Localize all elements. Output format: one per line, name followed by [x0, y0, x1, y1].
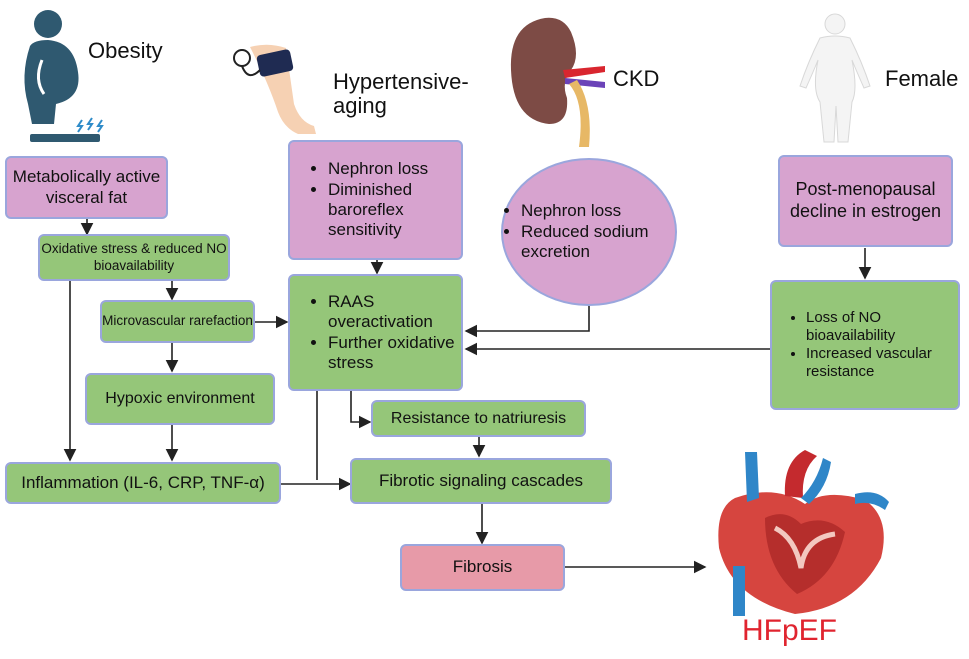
ckd-bullet-2: Reduced sodium excretion	[521, 222, 675, 263]
ckd-label: CKD	[613, 66, 660, 91]
kidney-icon	[510, 17, 605, 147]
natriuresis-box: Resistance to natriuresis	[371, 400, 586, 437]
blood-pressure-arm-icon	[233, 44, 316, 134]
fibrotic-text: Fibrotic signaling cascades	[378, 470, 584, 490]
estrogen-text: Post-menopausal decline in estrogen	[789, 179, 942, 221]
raas-box: RAAS overactivation Further oxidative st…	[288, 274, 463, 391]
female-figure-icon	[799, 13, 871, 143]
natriuresis-text: Resistance to natriuresis	[390, 409, 567, 427]
raas-bullet-2: Further oxidative stress	[328, 333, 461, 374]
raas-list: RAAS overactivation Further oxidative st…	[290, 292, 461, 374]
hypertensive-aging-label: Hypertensive- aging	[333, 69, 469, 119]
arrow-raas-to-natriuresis	[350, 391, 372, 429]
raas-bullet-1: RAAS overactivation	[328, 292, 461, 333]
aging-box: Nephron loss Diminished baroreflex sensi…	[288, 140, 463, 260]
heart-icon	[718, 450, 889, 616]
fibrotic-box: Fibrotic signaling cascades	[350, 458, 612, 504]
ckd-circle: Nephron loss Reduced sodium excretion	[501, 158, 677, 306]
hypoxic-text: Hypoxic environment	[105, 390, 255, 408]
aging-bullet-1: Nephron loss	[328, 159, 461, 179]
aging-bullet-2: Diminished baroreflex sensitivity	[328, 180, 461, 241]
arrow-ckd-to-raas	[464, 306, 590, 338]
ckd-list: Nephron loss Reduced sodium excretion	[503, 201, 675, 262]
fibrosis-box: Fibrosis	[400, 544, 565, 591]
female-bullet-1: Loss of NO bioavailability	[806, 309, 958, 345]
inflammation-box: Inflammation (IL-6, CRP, TNF-α)	[5, 462, 281, 504]
visceral-fat-box: Metabolically active visceral fat	[5, 156, 168, 219]
hfpef-label: HFpEF	[742, 614, 838, 647]
oxidative-stress-text: Oxidative stress & reduced NO bioavailab…	[41, 241, 227, 273]
aging-list: Nephron loss Diminished baroreflex sensi…	[290, 159, 461, 241]
estrogen-box: Post-menopausal decline in estrogen	[778, 155, 953, 247]
obesity-label: Obesity	[88, 38, 163, 63]
female-bullet-2: Increased vascular resistance	[806, 345, 958, 381]
fibrosis-text: Fibrosis	[452, 557, 513, 577]
oxidative-stress-box: Oxidative stress & reduced NO bioavailab…	[38, 234, 230, 281]
hypoxic-box: Hypoxic environment	[85, 373, 275, 425]
inflammation-text: Inflammation (IL-6, CRP, TNF-α)	[21, 472, 265, 492]
ckd-bullet-1: Nephron loss	[521, 201, 675, 221]
female-effects-list: Loss of NO bioavailability Increased vas…	[772, 309, 958, 381]
obese-person-scale-icon	[24, 10, 104, 142]
visceral-fat-text: Metabolically active visceral fat	[12, 167, 161, 207]
microvascular-text: Microvascular rarefaction	[102, 313, 253, 329]
female-label: Female	[885, 66, 959, 91]
microvascular-box: Microvascular rarefaction	[100, 300, 255, 343]
female-effects-box: Loss of NO bioavailability Increased vas…	[770, 280, 960, 410]
